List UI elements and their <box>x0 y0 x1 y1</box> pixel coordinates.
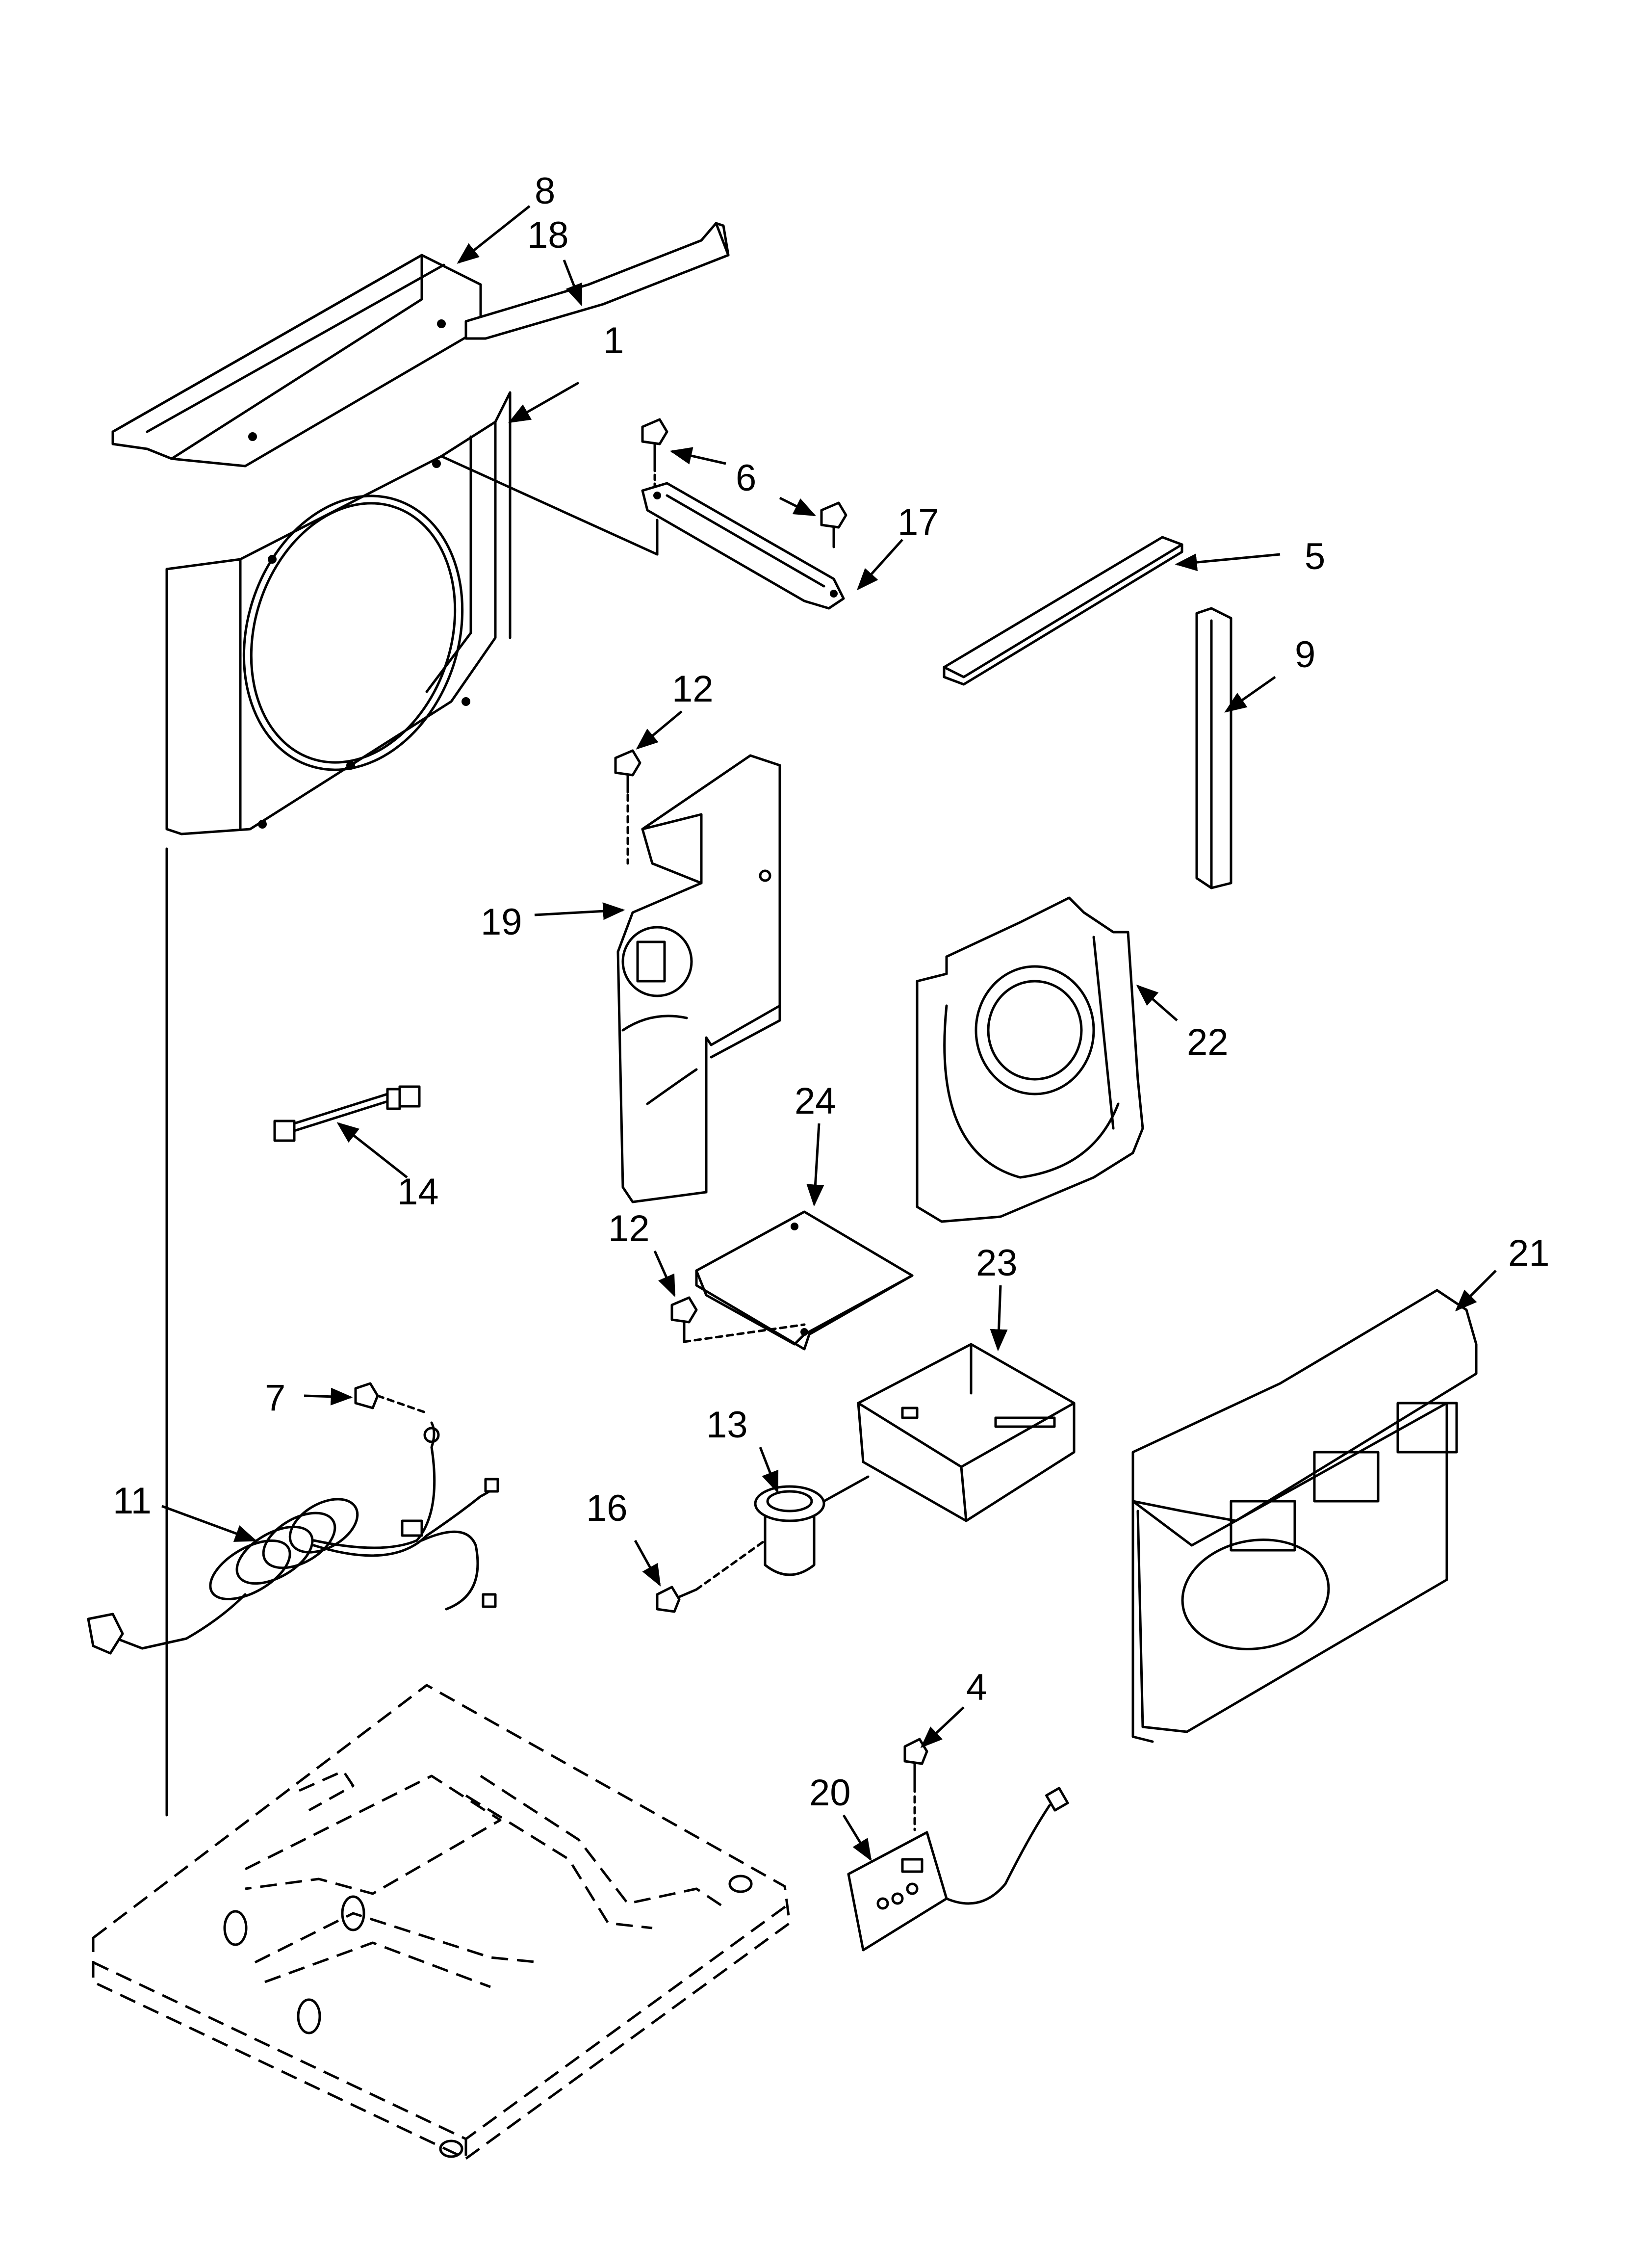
part-22-scroll-housing <box>916 896 1144 1223</box>
callout-labels: 8 18 1 6 17 5 9 12 19 22 14 24 12 23 21 … <box>113 170 1550 1814</box>
part-14-wire-harness <box>273 1085 421 1142</box>
callout-7: 7 <box>265 1377 285 1419</box>
base-pan-reference <box>92 1684 791 2160</box>
part-19-panel <box>616 754 781 1203</box>
part-4-screw <box>903 1738 928 1831</box>
callout-16: 16 <box>586 1487 628 1529</box>
part-18-gasket-strip <box>464 222 730 340</box>
callout-11: 11 <box>113 1480 152 1522</box>
callout-12-upper: 12 <box>672 668 714 710</box>
callout-14: 14 <box>397 1171 439 1213</box>
part-13-capacitor <box>754 1475 870 1576</box>
callout-8: 8 <box>535 170 555 212</box>
part-6-screws <box>641 418 847 548</box>
callout-5: 5 <box>1305 536 1325 577</box>
callout-21: 21 <box>1508 1232 1550 1274</box>
callout-18: 18 <box>527 214 569 256</box>
callout-12-lower: 12 <box>608 1208 650 1250</box>
part-24-tray <box>695 1210 914 1351</box>
part-12-screw-lower <box>670 1296 806 1343</box>
callout-13: 13 <box>706 1404 748 1446</box>
callout-17: 17 <box>898 501 939 543</box>
part-1-fan-shroud <box>165 391 659 835</box>
callout-24: 24 <box>795 1080 836 1122</box>
part-8-top-channel <box>111 254 482 468</box>
part-12-screw-upper <box>614 749 641 865</box>
part-11-power-cord <box>87 1421 499 1655</box>
part-17-bracket <box>641 482 845 610</box>
part-20-control-board <box>847 1787 1069 1952</box>
part-23-box <box>857 1343 1076 1522</box>
callout-23: 23 <box>976 1242 1018 1284</box>
callout-19: 19 <box>481 901 522 943</box>
callout-20: 20 <box>809 1772 851 1814</box>
part-5-bar <box>943 536 1183 686</box>
part-16-screw <box>656 1539 767 1613</box>
callout-arrows <box>161 205 1497 1861</box>
callout-6: 6 <box>736 457 756 499</box>
callout-22: 22 <box>1187 1021 1229 1063</box>
part-7-screw <box>354 1382 428 1414</box>
part-9-bar <box>1195 607 1232 889</box>
callout-1: 1 <box>603 320 624 362</box>
part-21-front-assembly <box>1131 1289 1478 1743</box>
callout-9: 9 <box>1295 634 1315 676</box>
callout-4: 4 <box>966 1667 987 1708</box>
